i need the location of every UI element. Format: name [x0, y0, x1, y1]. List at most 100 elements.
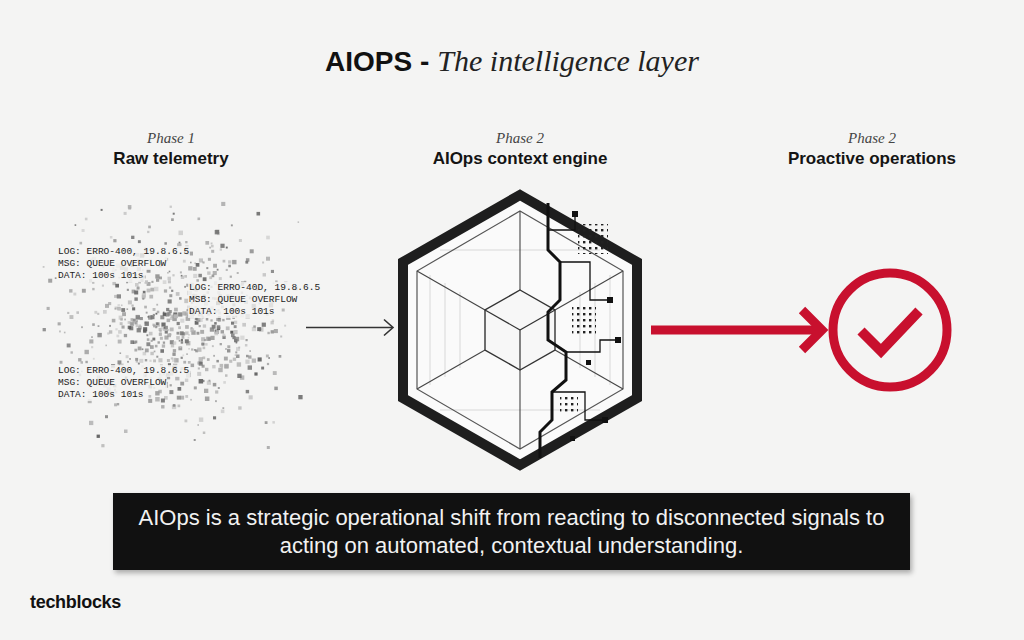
telemetry-dot [223, 260, 226, 263]
telemetry-dot [188, 337, 190, 339]
telemetry-dot [197, 348, 201, 352]
telemetry-dot [261, 367, 264, 370]
telemetry-dot [117, 294, 121, 298]
telemetry-dot [124, 430, 128, 434]
telemetry-dot [231, 224, 233, 226]
telemetry-dot [215, 230, 219, 234]
telemetry-dot [262, 262, 264, 264]
telemetry-dot [43, 328, 46, 331]
telemetry-dot-cloud [43, 202, 303, 449]
telemetry-dot [272, 421, 275, 424]
telemetry-dot [118, 304, 120, 306]
telemetry-dot [174, 314, 178, 318]
telemetry-dot [220, 343, 222, 345]
telemetry-dot [267, 332, 269, 334]
telemetry-dot [97, 435, 100, 438]
telemetry-dot [108, 302, 111, 305]
telemetry-dot [178, 387, 182, 391]
telemetry-dot [131, 236, 134, 239]
telemetry-dot [248, 355, 251, 358]
telemetry-dot [245, 360, 249, 364]
telemetry-dot [227, 349, 230, 352]
telemetry-dot [98, 325, 100, 327]
telemetry-dot [148, 316, 150, 318]
telemetry-dot [193, 267, 197, 271]
telemetry-dot [210, 319, 212, 321]
telemetry-dot [210, 327, 214, 331]
telemetry-dot [210, 336, 214, 340]
telemetry-dot [232, 260, 236, 264]
telemetry-dot [85, 361, 87, 363]
telemetry-dot [225, 374, 228, 377]
telemetry-dot [171, 290, 173, 292]
telemetry-dot [128, 300, 132, 304]
telemetry-dot [191, 348, 193, 350]
telemetry-dot [215, 400, 217, 402]
caption-text: AIOps is a strategic operational shift f… [131, 504, 892, 560]
telemetry-dot [201, 343, 203, 345]
title-subtitle: The intelligence layer [437, 44, 699, 78]
telemetry-dot [156, 279, 159, 282]
telemetry-dot [203, 347, 206, 350]
telemetry-dot [148, 226, 151, 229]
phase-title: AIOps context engine [370, 148, 670, 169]
telemetry-dot [160, 349, 164, 353]
telemetry-dot [207, 381, 211, 385]
telemetry-dot [157, 323, 159, 325]
telemetry-dot [186, 353, 188, 355]
telemetry-dot [70, 315, 74, 319]
telemetry-dot [118, 340, 122, 344]
telemetry-dot [43, 266, 45, 268]
telemetry-dot [164, 327, 166, 329]
telemetry-dot [271, 330, 274, 333]
telemetry-dot [246, 390, 249, 393]
telemetry-dot [147, 289, 151, 293]
telemetry-dot [129, 358, 131, 360]
telemetry-dot [274, 387, 278, 391]
telemetry-dot [80, 242, 83, 245]
telemetry-dot [92, 323, 95, 326]
telemetry-dot [239, 239, 242, 242]
telemetry-dot [265, 421, 268, 424]
telemetry-dot [185, 241, 187, 243]
telemetry-dot [154, 287, 158, 291]
log-line: LOG: ERRO-40D, 19.8.6.5 [188, 282, 321, 294]
phase-title: Raw telemetry [21, 148, 321, 169]
telemetry-dot [240, 336, 244, 340]
telemetry-dot [262, 323, 266, 327]
telemetry-dot [234, 325, 237, 328]
telemetry-dot [94, 311, 97, 314]
telemetry-dot [178, 326, 181, 329]
telemetry-dot [120, 352, 122, 354]
telemetry-dot [170, 328, 174, 332]
telemetry-dot [213, 355, 215, 357]
arrow-head [384, 320, 393, 336]
telemetry-dot [235, 354, 237, 356]
telemetry-dot [169, 271, 171, 273]
telemetry-dot [159, 277, 162, 280]
telemetry-dot [199, 418, 203, 422]
telemetry-dot [109, 330, 112, 333]
telemetry-dot [190, 399, 192, 401]
telemetry-dot [179, 340, 181, 342]
telemetry-dot [263, 273, 266, 276]
telemetry-dot [143, 329, 146, 332]
telemetry-dot [162, 344, 165, 347]
telemetry-dot [156, 323, 159, 326]
telemetry-dot [266, 257, 270, 261]
telemetry-dot [168, 280, 171, 283]
highlight-arrow [651, 310, 822, 350]
telemetry-dot [59, 331, 61, 333]
telemetry-dot [183, 260, 186, 263]
telemetry-dot [191, 364, 195, 368]
telemetry-dot [172, 358, 176, 362]
telemetry-dot [89, 339, 93, 343]
telemetry-dot [76, 311, 79, 314]
telemetry-dot [182, 336, 185, 339]
telemetry-dot [268, 357, 270, 359]
telemetry-dot [158, 358, 162, 362]
telemetry-dot [146, 312, 148, 314]
telemetry-dot [58, 322, 61, 325]
telemetry-dot [134, 291, 138, 295]
telemetry-dot [184, 286, 186, 288]
